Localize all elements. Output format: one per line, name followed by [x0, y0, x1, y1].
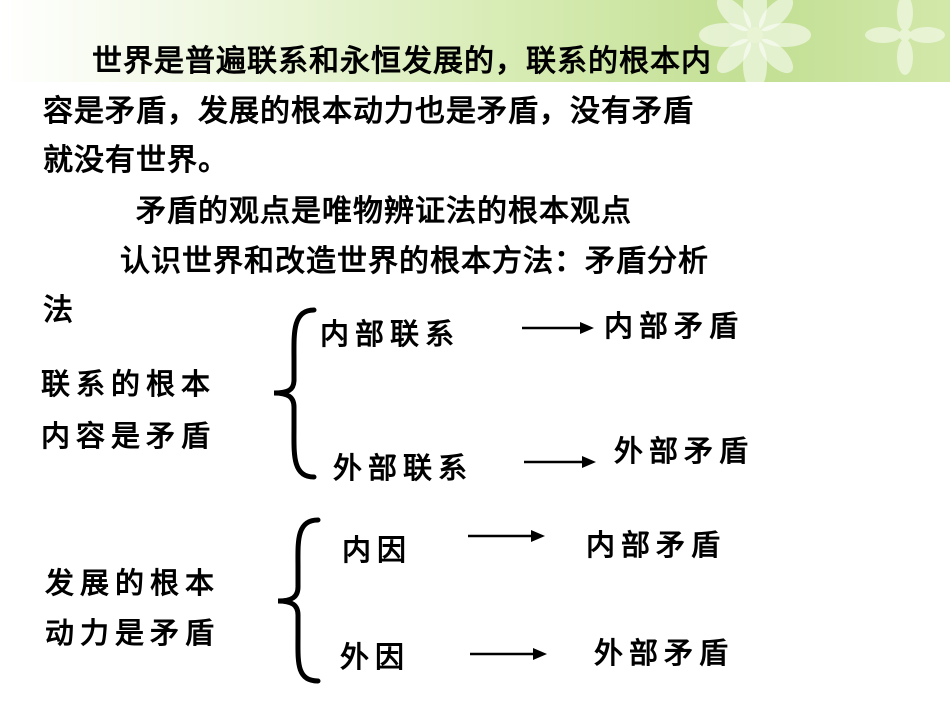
- diagram2-brace-icon: [277, 517, 321, 684]
- diagram2-label-line-2: 动力是矛盾: [45, 616, 221, 650]
- diagram2-bottom-target: 外部矛盾: [594, 636, 735, 670]
- diagram2-bottom-arrow-icon: [470, 648, 547, 660]
- diagram1-bottom-target: 外部矛盾: [614, 434, 755, 468]
- diagram2-top-source: 内因: [342, 533, 413, 567]
- flower-decoration-icon: [865, 0, 945, 75]
- diagram1-bottom-source: 外部联系: [333, 451, 474, 485]
- paragraph-line-2: 容是矛盾，发展的根本动力也是矛盾，没有矛盾: [43, 94, 694, 129]
- paragraph-line-3: 就没有世界。: [43, 143, 229, 178]
- flower-decoration-icon: [699, 0, 811, 90]
- diagram1-top-arrow-icon: [522, 322, 594, 334]
- diagram1-brace-icon: [273, 307, 317, 480]
- diagram2-bottom-source: 外因: [340, 640, 411, 674]
- paragraph-line-6: 法: [43, 293, 74, 328]
- paragraph-line-4: 矛盾的观点是唯物辨证法的根本观点: [136, 194, 632, 229]
- diagram1-label-line-1: 联系的根本: [41, 367, 217, 401]
- diagram2-top-target: 内部矛盾: [586, 528, 727, 562]
- diagram1-top-source: 内部联系: [320, 317, 461, 351]
- diagram1-label-line-2: 内容是矛盾: [41, 419, 217, 453]
- diagram1-bottom-arrow-icon: [524, 456, 596, 468]
- diagram2-top-arrow-icon: [468, 530, 545, 542]
- paragraph-line-1: 世界是普遍联系和永恒发展的，联系的根本内: [92, 44, 712, 79]
- diagram1-top-target: 内部矛盾: [604, 309, 745, 343]
- paragraph-line-5: 认识世界和改造世界的根本方法：矛盾分析: [120, 244, 709, 279]
- diagram2-label-line-1: 发展的根本: [45, 566, 221, 600]
